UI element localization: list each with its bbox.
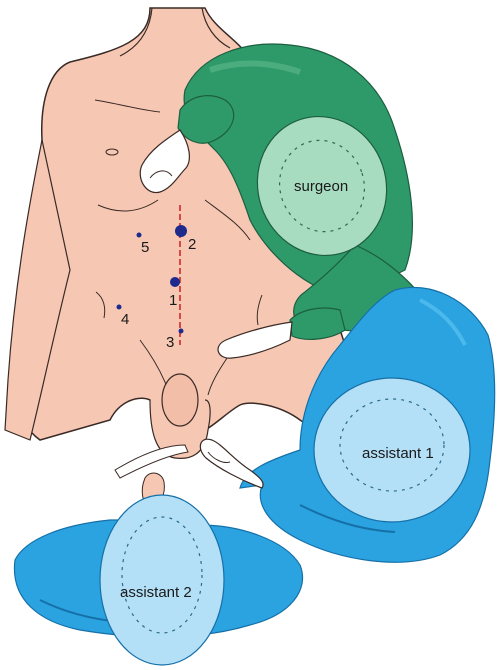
port-label-4: 4 — [121, 311, 129, 328]
assistant-2-figure: assistant 2 — [14, 473, 302, 665]
assistant-2-label: assistant 2 — [120, 584, 192, 601]
port-1-marker — [170, 277, 180, 287]
assistant-1-label: assistant 1 — [362, 445, 434, 462]
port-5-marker — [137, 233, 142, 238]
assistant-2-head — [100, 495, 224, 665]
port-2-marker — [175, 225, 187, 237]
port-label-3: 3 — [166, 334, 174, 351]
port-4-marker — [117, 305, 122, 310]
patient-genitals — [162, 374, 198, 426]
assistant-1-glove — [200, 439, 263, 488]
surgeon-label: surgeon — [294, 178, 348, 195]
port-label-1: 1 — [169, 292, 177, 309]
port-label-5: 5 — [141, 239, 149, 256]
port-label-2: 2 — [188, 236, 196, 253]
port-3-marker — [179, 329, 184, 334]
